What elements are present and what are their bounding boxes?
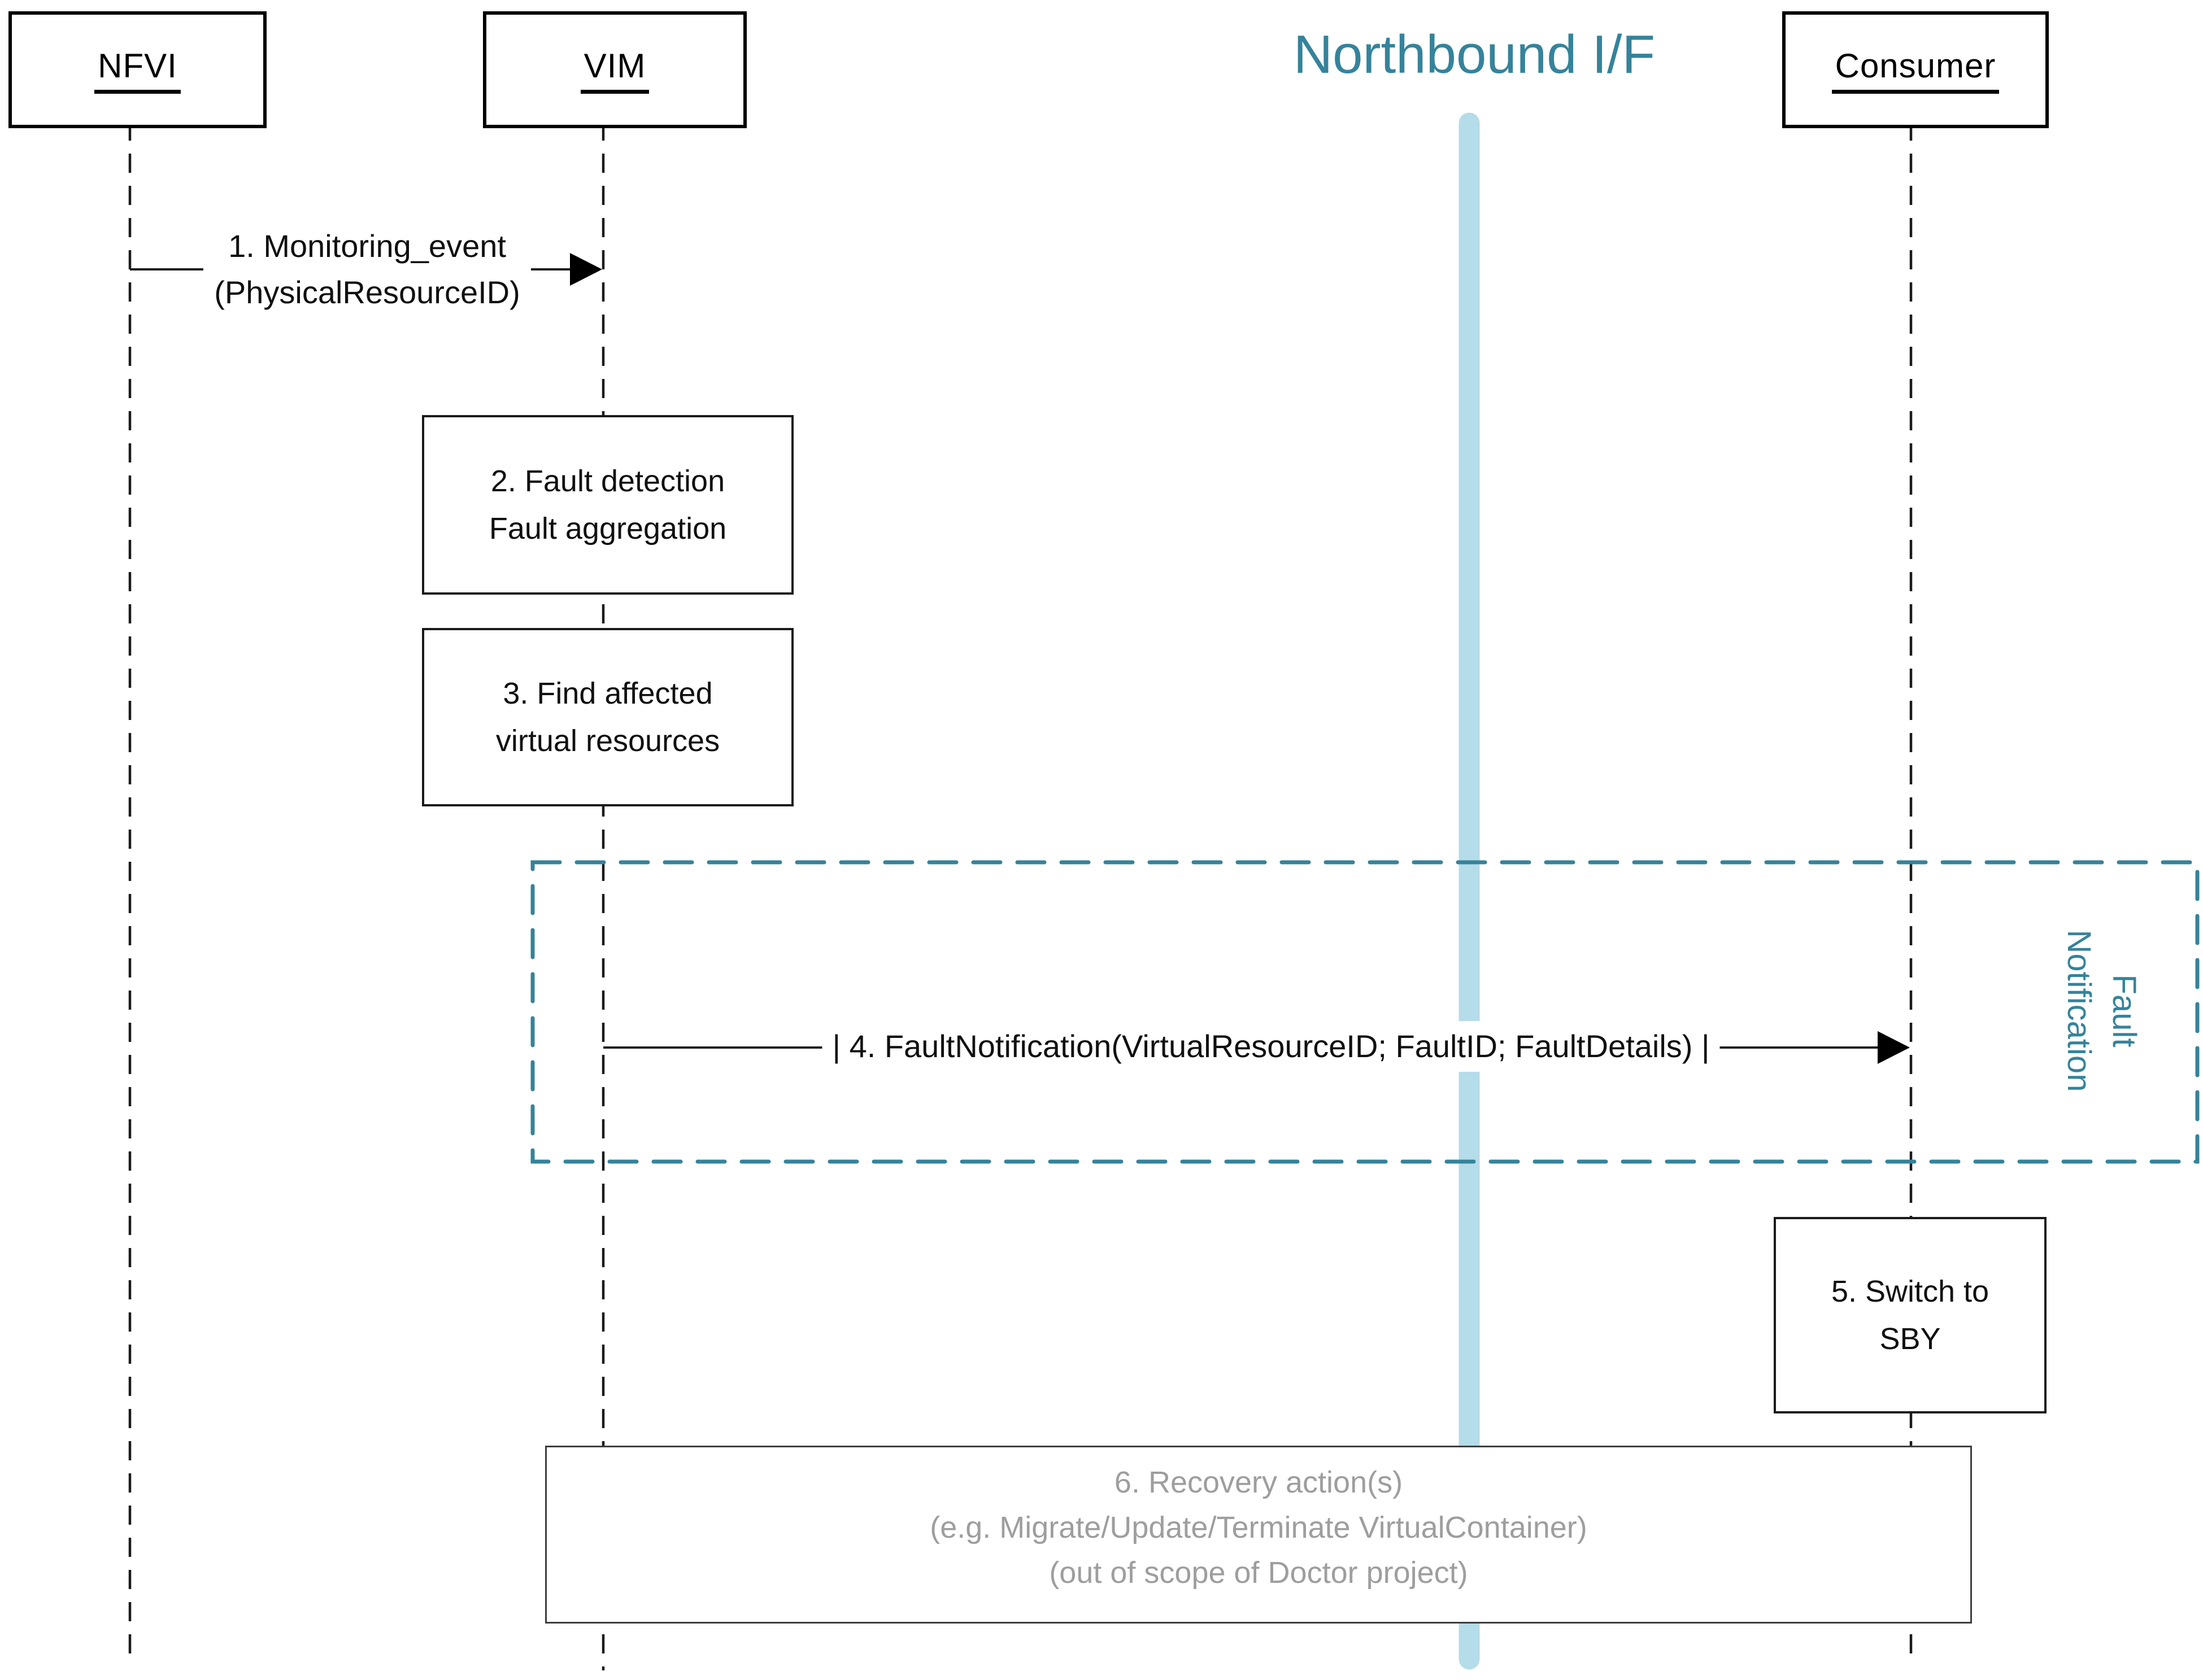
step-box-fault-detection: 2. Fault detection Fault aggregation [422, 415, 794, 595]
step6-line2: (e.g. Migrate/Update/Terminate VirtualCo… [930, 1511, 1587, 1544]
participant-label-consumer: Consumer [1831, 46, 2000, 94]
step-box-switch-to-sby: 5. Switch to SBY [1774, 1217, 2047, 1413]
step6-line1: 6. Recovery action(s) [1114, 1465, 1403, 1499]
step6-line3: (out of scope of Doctor project) [1049, 1556, 1468, 1590]
message-4-label: | 4. FaultNotification(VirtualResourceID… [822, 1021, 1720, 1072]
participant-label-nfvi: NFVI [94, 46, 181, 94]
fault-notification-group-label: Fault Notification [2050, 892, 2147, 1129]
group-label-line1: Fault [2106, 974, 2143, 1048]
message-1-label: 1. Monitoring_event (PhysicalResourceID) [203, 223, 531, 316]
step2-line2: Fault aggregation [489, 512, 727, 546]
northbound-interface-title: Northbound I/F [1293, 24, 1656, 85]
group-label-line2: Notification [2061, 930, 2097, 1092]
participant-label-vim: VIM [580, 46, 650, 94]
step5-line2: SBY [1879, 1322, 1941, 1356]
step-box-recovery-actions: 6. Recovery action(s) (e.g. Migrate/Upda… [545, 1446, 1972, 1624]
fault-notification-group-frame [530, 860, 2200, 1164]
participant-box-consumer: Consumer [1782, 11, 2049, 128]
step3-line2: virtual resources [495, 724, 720, 758]
participant-box-nfvi: NFVI [8, 11, 267, 128]
message-1-line1: 1. Monitoring_event [228, 228, 506, 264]
step-box-find-affected-resources: 3. Find affected virtual resources [422, 628, 794, 806]
message-1-arrowhead-icon [570, 253, 602, 286]
message-1-line2: (PhysicalResourceID) [214, 274, 520, 310]
step3-line1: 3. Find affected [503, 677, 713, 710]
step5-line1: 5. Switch to [1831, 1275, 1989, 1308]
message-4-arrowhead-icon [1878, 1031, 1910, 1064]
participant-box-vim: VIM [483, 11, 747, 128]
step2-line1: 2. Fault detection [490, 464, 725, 498]
